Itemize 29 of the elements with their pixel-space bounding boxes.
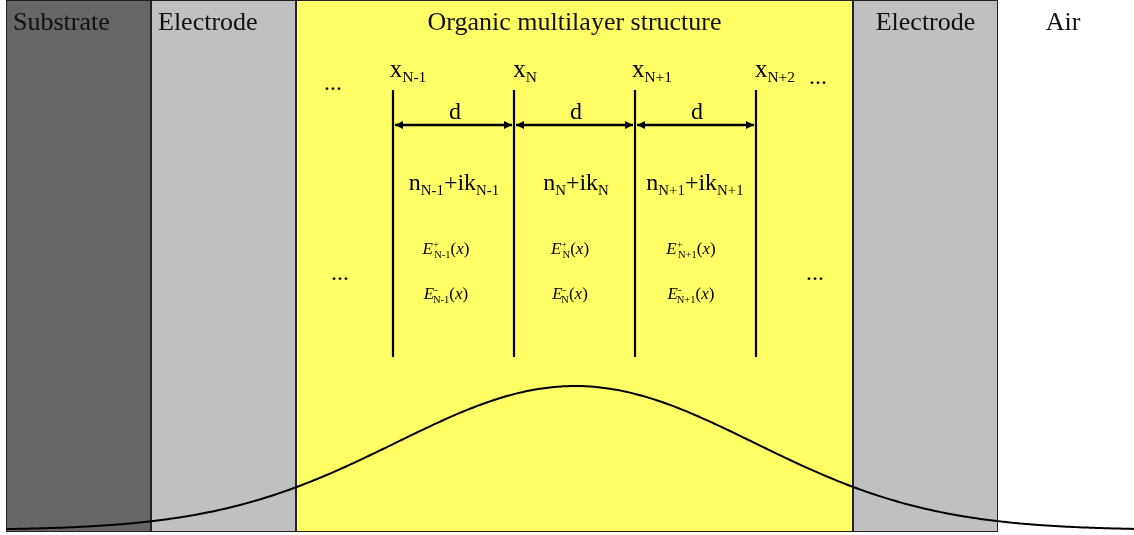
dimension-label: d bbox=[570, 99, 582, 123]
refractive-index-label: n$_{N+1}$+ik$_{N+1}$ bbox=[646, 169, 744, 199]
ellipsis: ... bbox=[324, 70, 342, 94]
ellipsis: ... bbox=[809, 64, 827, 88]
field-label: E$^{-}$$_{N}$(x) bbox=[552, 284, 588, 306]
substrate-layer bbox=[6, 0, 151, 532]
electrode-layer bbox=[151, 0, 296, 532]
position-label: x$_{N+1}$ bbox=[631, 55, 673, 85]
organic-layer bbox=[296, 0, 853, 532]
electrode-layer bbox=[853, 0, 998, 532]
layer-label: Electrode bbox=[158, 7, 258, 37]
field-label: E$^{-}$$_{N+1}$(x) bbox=[667, 284, 715, 306]
position-label: x$_{N-1}$ bbox=[389, 55, 427, 85]
layer-label: Air bbox=[1045, 7, 1081, 37]
position-label: x$_{N}$ bbox=[513, 55, 537, 85]
field-label: E$^{-}$$_{N-1}$(x) bbox=[423, 284, 469, 306]
refractive-index-label: n$_{N-1}$+ik$_{N-1}$ bbox=[408, 169, 500, 199]
field-label: E$^{+}$$_{N-1}$(x) bbox=[422, 239, 470, 261]
ellipsis: ... bbox=[806, 260, 824, 284]
field-label: E$^{+}$$_{N}$(x) bbox=[550, 239, 590, 261]
ellipsis: ... bbox=[331, 260, 349, 284]
dimension-label: d bbox=[449, 99, 461, 123]
dimension-label: d bbox=[691, 99, 703, 123]
layer-label: Electrode bbox=[875, 7, 976, 37]
field-label: E$^{+}$$_{N+1}$(x) bbox=[666, 239, 716, 261]
refractive-index-label: n$_{N}$+ik$_{N}$ bbox=[543, 169, 609, 199]
position-label: x$_{N+2}$ bbox=[754, 55, 796, 85]
layer-label: Organic multilayer structure bbox=[427, 7, 722, 37]
layer-label: Substrate bbox=[13, 7, 110, 37]
